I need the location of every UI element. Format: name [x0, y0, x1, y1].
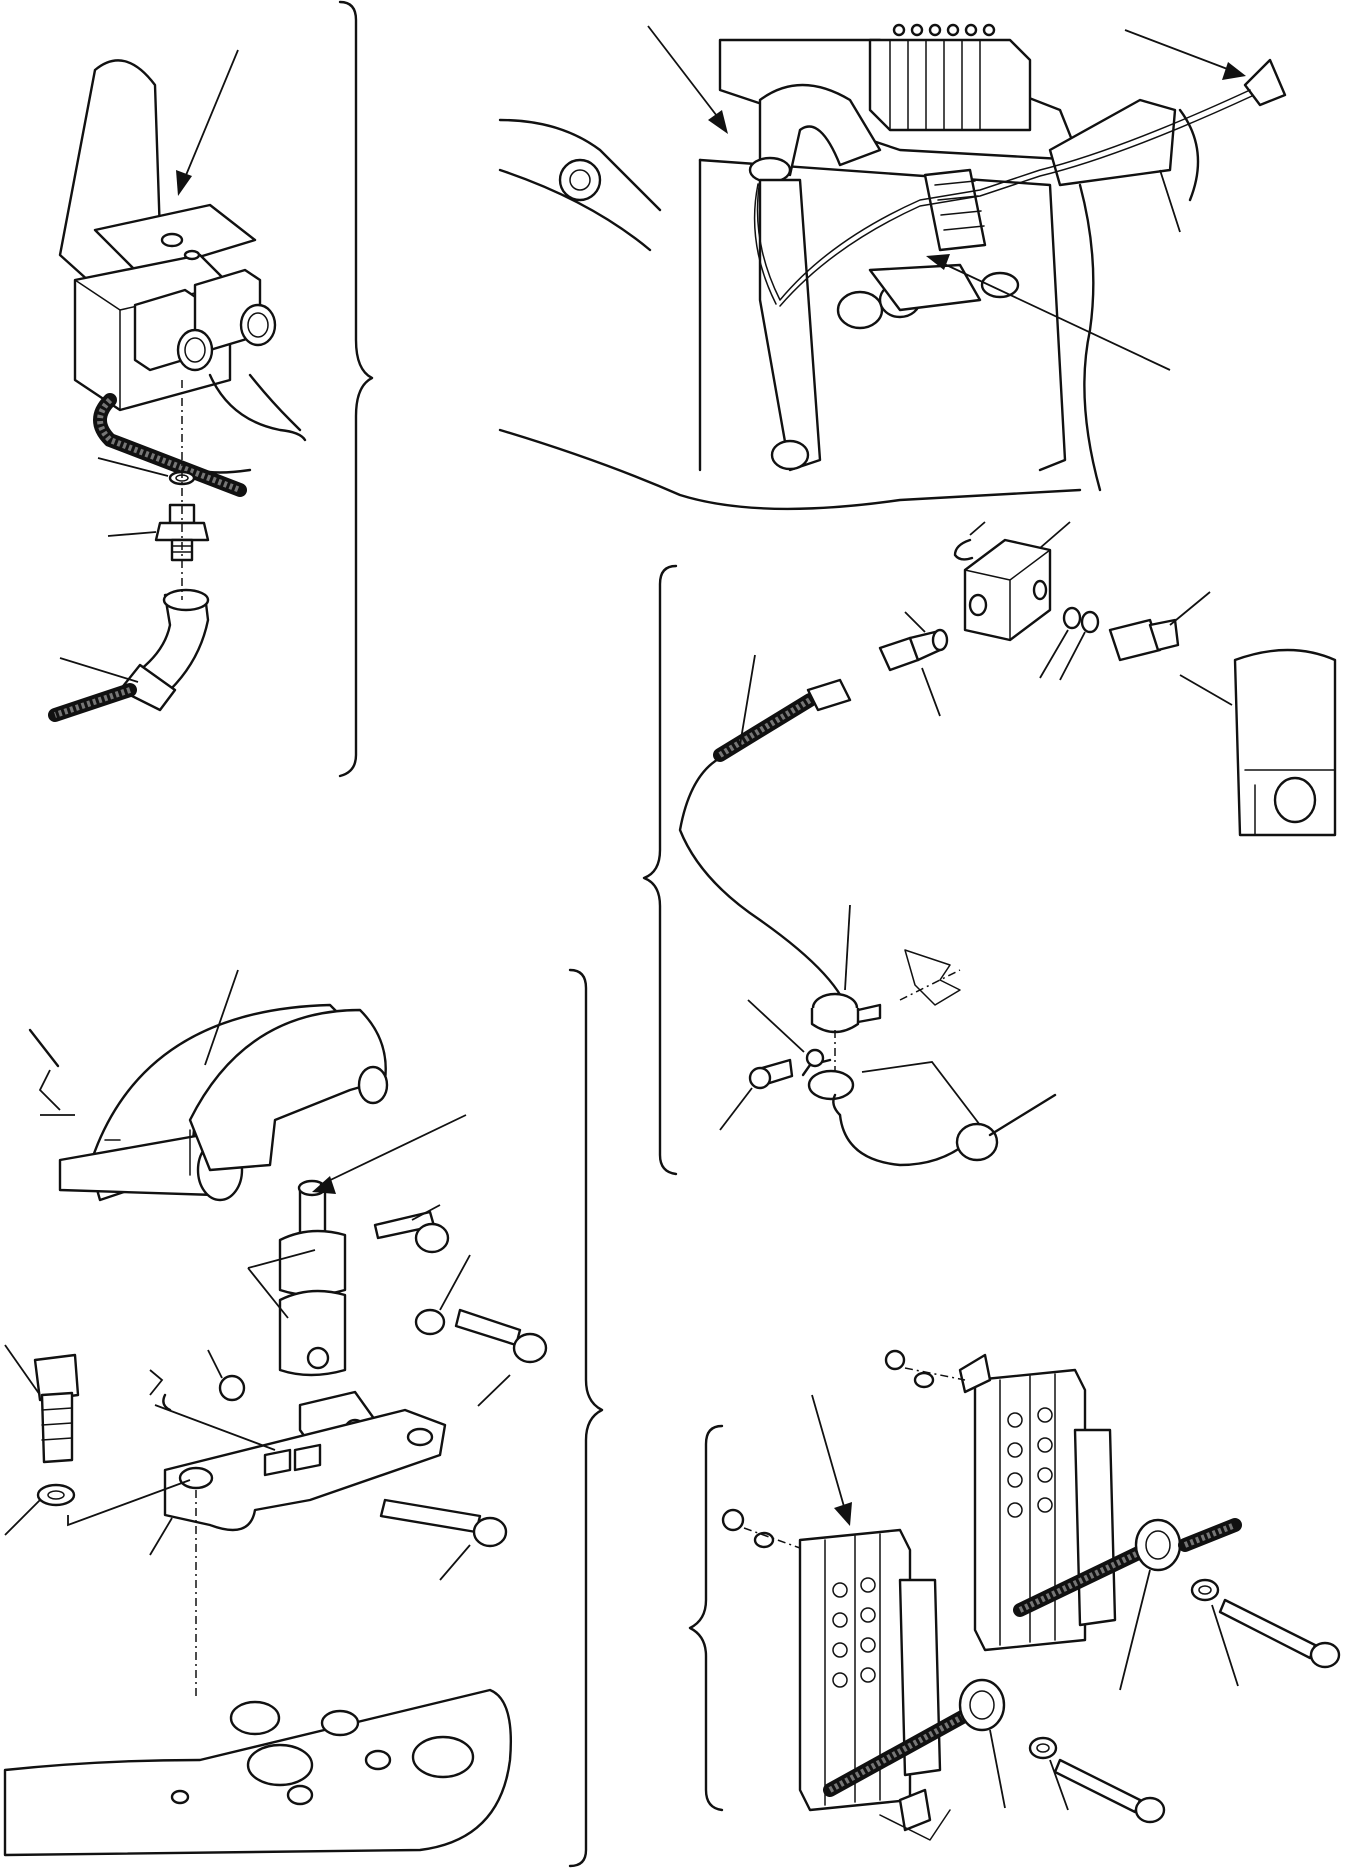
view-c-hose-and-clamp [678, 654, 1057, 1167]
view-d-bolts [4, 1204, 548, 1581]
view-c-inlet-fitting [878, 611, 949, 717]
view-a-arrow-indicator [176, 49, 239, 196]
view-c-sealing-washers [1039, 606, 1100, 681]
view-c-outlet-fitting [1108, 591, 1233, 706]
view-b-frame-assembly [498, 23, 1177, 511]
view-c-group-brace [642, 564, 678, 1176]
view-a-elbow-hose-end [48, 380, 210, 722]
view-e-through-bolts [823, 1518, 1341, 1824]
view-a-group-brace [338, 0, 374, 778]
view-c-cylinder-end [1233, 648, 1337, 837]
view-e-group-brace [688, 1424, 724, 1812]
view-a-valve-assembly [58, 59, 307, 497]
view-d-pins [247, 1114, 467, 1377]
view-b-arrow-indicators [647, 25, 1246, 371]
view-c-junction-block [963, 521, 1071, 642]
view-d-group-brace [568, 968, 604, 1868]
view-d-pivot-bracket [28, 969, 389, 1202]
view-a-adapter-fitting [107, 503, 210, 562]
view-c-snap-ring [953, 521, 986, 561]
view-d-base-bracket [67, 1349, 447, 1700]
view-d-mount-plate [3, 1688, 512, 1857]
view-b-routed-line [753, 58, 1287, 307]
